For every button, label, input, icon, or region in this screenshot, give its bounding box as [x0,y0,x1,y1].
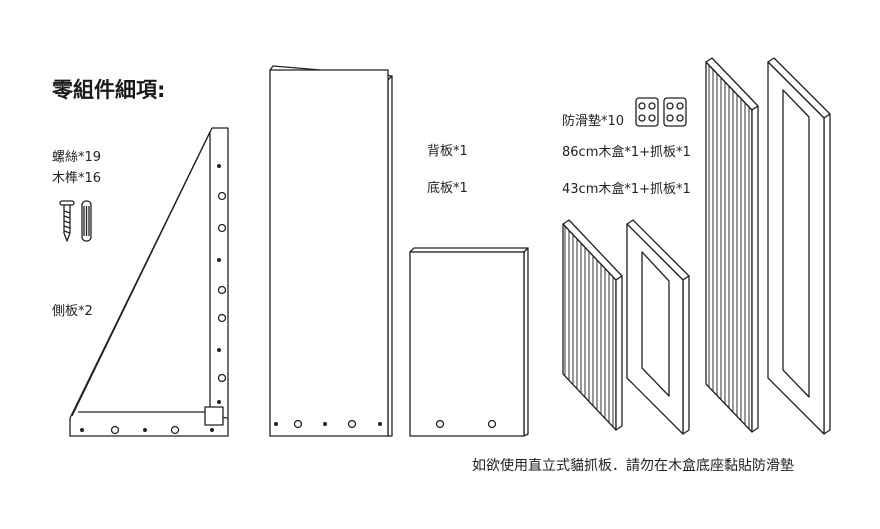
side-panel-label: 側板*2 [52,304,93,319]
dowels-label: 木榫*16 [52,171,102,186]
page-title: 零組件細項: [52,78,166,102]
box-43-frame [626,219,690,435]
small-scratch-board [562,219,623,431]
anti-slip-pad-icon [635,97,687,127]
bottom-panel-part [409,247,529,437]
bottom-panel-label: 底板*1 [427,181,468,196]
usage-note: 如欲使用直立式貓抓板．請勿在木盒底座黏貼防滑墊 [472,458,794,474]
back-panel-part [269,65,393,437]
side-panel-part [69,127,229,437]
screws-label: 螺絲*19 [52,150,102,165]
large-scratch-board [705,57,759,433]
anti-slip-pads-label: 防滑墊*10 [562,114,625,129]
box-86-frame [767,57,831,435]
screw-icon [59,200,75,242]
dowel-icon [81,200,92,242]
box-43-label: 43cm木盒*1+抓板*1 [562,182,691,197]
box-86-label: 86cm木盒*1+抓板*1 [562,145,691,160]
back-panel-label: 背板*1 [427,144,468,159]
